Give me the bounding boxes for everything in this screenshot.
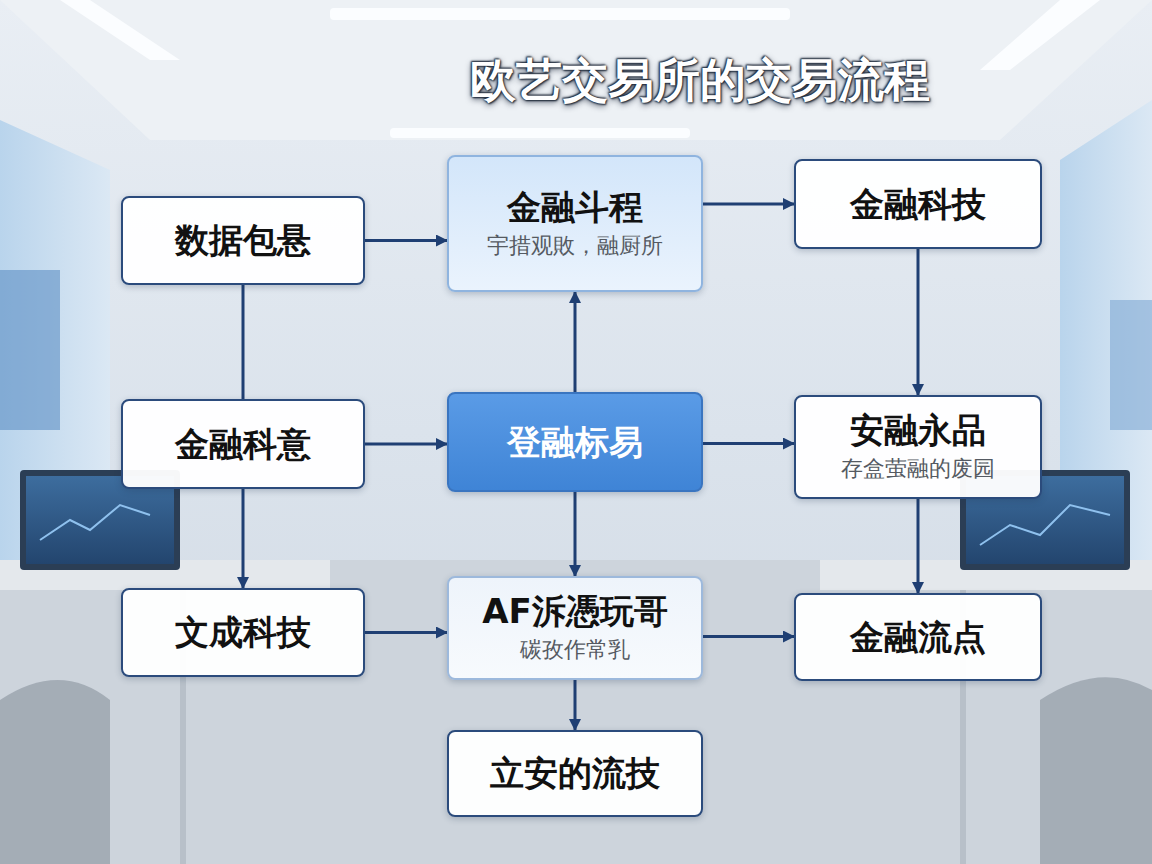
process-box: 金融科意	[121, 399, 365, 489]
flow-arrow	[703, 635, 794, 638]
process-box: 安融永品存盒萤融的废园	[794, 395, 1042, 499]
flow-arrow	[365, 443, 447, 446]
monitor-screen	[26, 476, 174, 564]
floor	[0, 560, 1152, 864]
box-subtext: 存盒萤融的废园	[841, 455, 995, 484]
screen-chart	[980, 505, 1110, 545]
diagram-title: 欧艺交易所的交易流程	[420, 50, 980, 112]
ceiling-light	[60, 0, 180, 60]
flow-arrow	[574, 292, 577, 392]
wall-screen	[1110, 300, 1152, 430]
ceiling-light	[390, 128, 690, 138]
flow-arrow	[574, 492, 577, 576]
flow-arrow	[703, 203, 794, 206]
box-heading: 金融流点	[850, 617, 986, 658]
ceiling-light	[980, 0, 1100, 70]
box-heading: AF泝憑玩哥	[482, 591, 668, 632]
wall-screen	[0, 270, 60, 430]
flow-arrow	[365, 239, 447, 242]
box-heading: 金融斗程	[507, 187, 643, 228]
box-heading: 安融永品	[850, 410, 986, 451]
flow-arrow	[917, 249, 920, 395]
process-box: 文成科技	[121, 588, 365, 677]
chair	[1040, 677, 1152, 864]
process-box: 金融斗程宇措观敗，融厨所	[447, 155, 703, 292]
flow-arrow	[365, 631, 447, 634]
box-heading: 立安的流技	[490, 753, 660, 794]
process-box: AF泝憑玩哥碳孜作常乳	[447, 576, 703, 680]
flow-arrow	[917, 499, 920, 593]
box-heading: 金融科意	[175, 424, 311, 465]
flow-arrow	[242, 285, 245, 399]
flow-arrow	[574, 680, 577, 730]
process-box: 登融标易	[447, 392, 703, 492]
box-heading: 文成科技	[175, 612, 311, 653]
ceiling-light	[330, 8, 790, 20]
box-subtext: 宇措观敗，融厨所	[487, 232, 663, 261]
chair	[0, 680, 110, 864]
box-heading: 数据包悬	[175, 220, 311, 261]
box-heading: 金融科技	[850, 184, 986, 225]
process-box: 数据包悬	[121, 196, 365, 285]
flow-arrow	[703, 442, 794, 445]
process-box: 立安的流技	[447, 730, 703, 817]
process-box: 金融科技	[794, 159, 1042, 249]
box-subtext: 碳孜作常乳	[520, 636, 630, 665]
flow-arrow	[242, 489, 245, 588]
box-heading: 登融标易	[507, 422, 643, 463]
process-box: 金融流点	[794, 593, 1042, 681]
screen-chart	[40, 505, 150, 540]
ceiling	[0, 0, 1152, 140]
